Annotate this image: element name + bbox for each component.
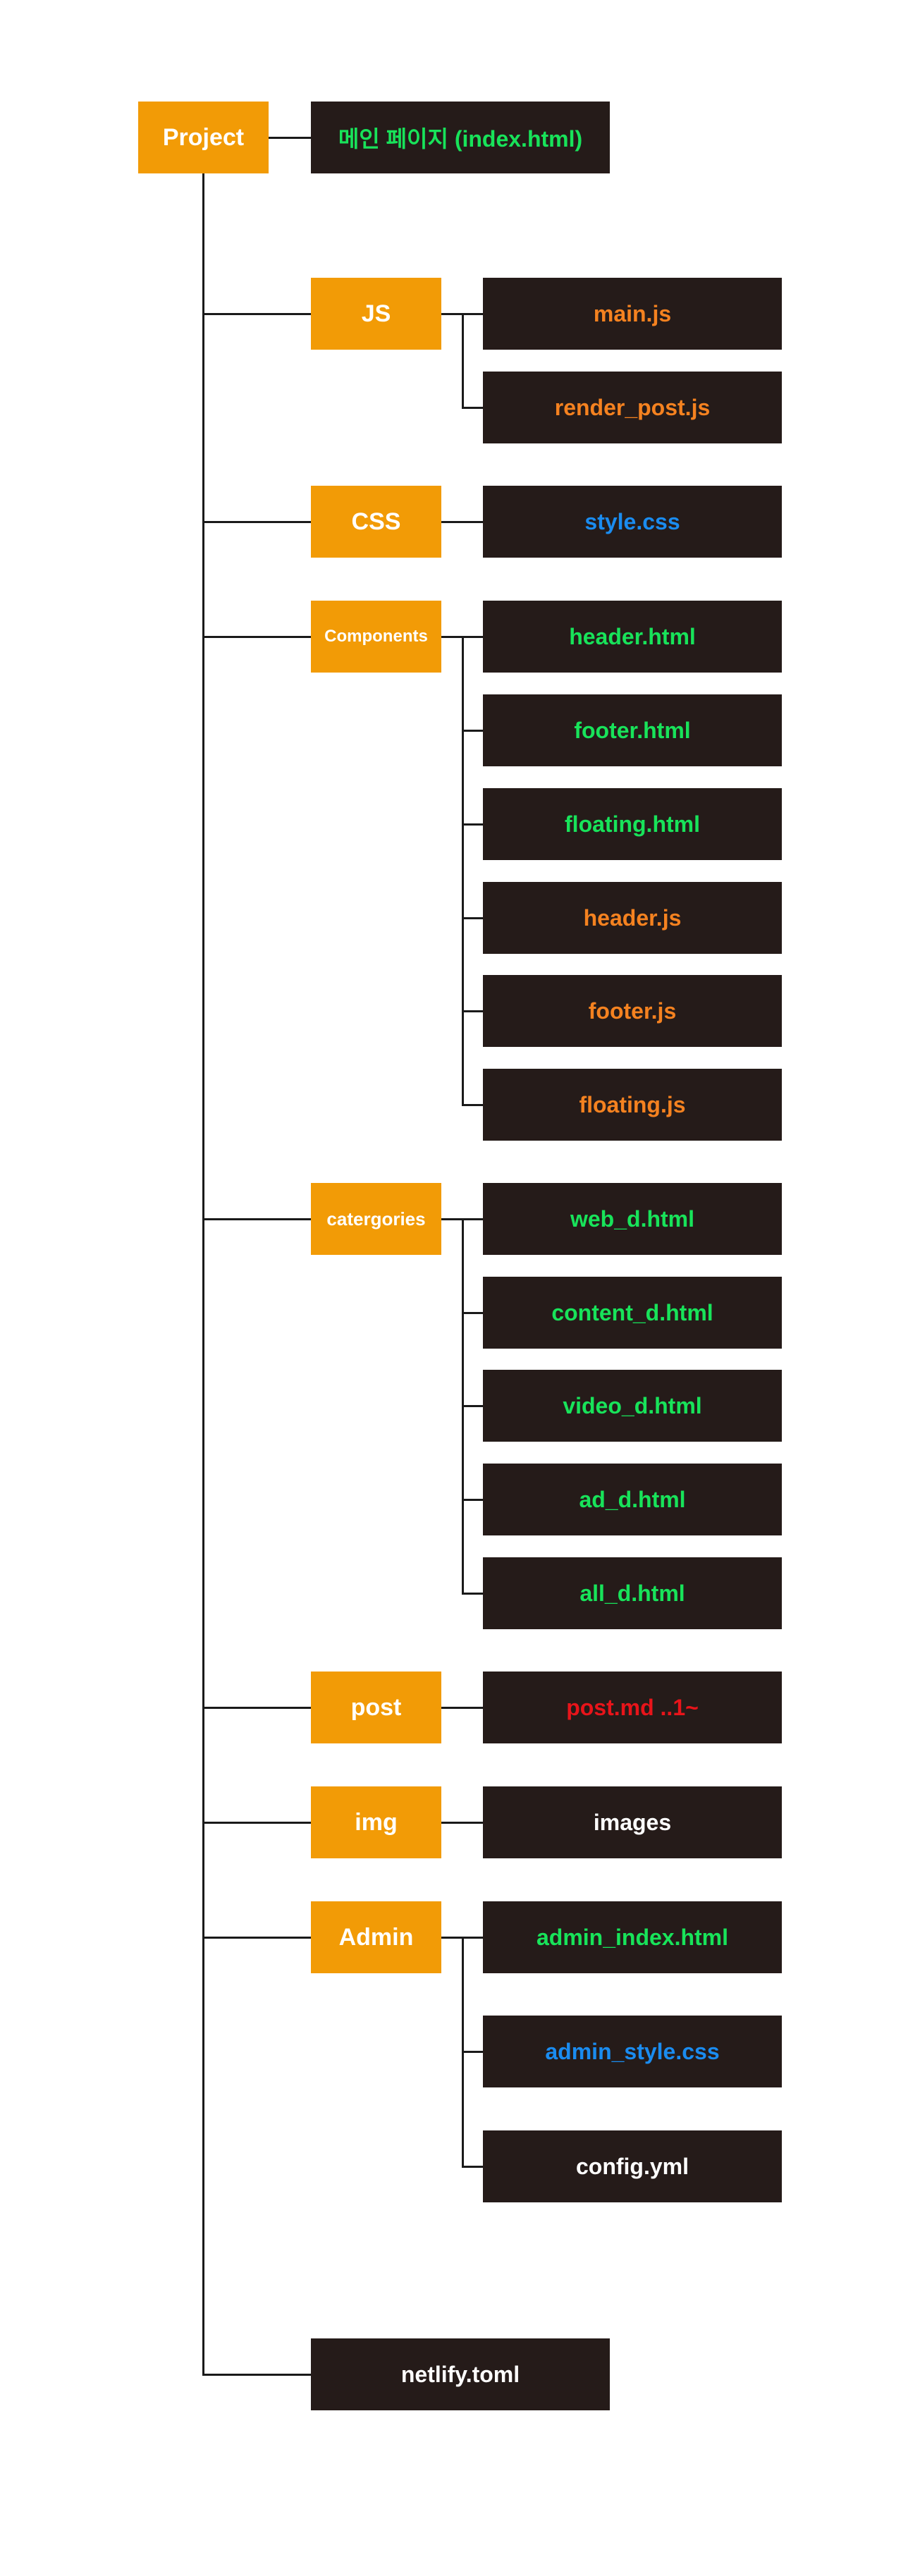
catergories-file-connector [462, 1499, 483, 1501]
folder-css: CSS [311, 486, 441, 558]
file-content-d-html: content_d.html [483, 1277, 782, 1349]
file-config-yml: config.yml [483, 2130, 782, 2202]
folder-post: post [311, 1672, 441, 1743]
file-admin-index-html: admin_index.html [483, 1901, 782, 1973]
folder-img: img [311, 1786, 441, 1858]
file-images: images [483, 1786, 782, 1858]
file-footer-js: footer.js [483, 975, 782, 1047]
folder-js: JS [311, 278, 441, 350]
components-file-connector [462, 917, 483, 919]
css-to-file-line [441, 521, 483, 523]
file-footer-html: footer.html [483, 694, 782, 766]
branch-line-img [202, 1822, 311, 1824]
branch-line-admin [202, 1937, 311, 1939]
file-floating-html: floating.html [483, 788, 782, 860]
branch-line-catergories [202, 1218, 311, 1220]
branch-line-netlify [202, 2374, 311, 2376]
catergories-file-connector [462, 1405, 483, 1407]
file-floating-js: floating.js [483, 1069, 782, 1141]
components-file-connector [462, 1104, 483, 1106]
branch-line-js [202, 313, 311, 315]
components-file-connector [462, 1010, 483, 1012]
file-ad-d-html: ad_d.html [483, 1464, 782, 1535]
file-web-d-html: web_d.html [483, 1183, 782, 1255]
root-folder-project: Project [138, 102, 269, 173]
admin-file-connector [462, 2051, 483, 2053]
file-video-d-html: video_d.html [483, 1370, 782, 1442]
file-style-css: style.css [483, 486, 782, 558]
admin-file-connector [462, 2166, 483, 2168]
img-to-file-line [441, 1822, 483, 1824]
file-header-js: header.js [483, 882, 782, 954]
file-all-d-html: all_d.html [483, 1557, 782, 1629]
folder-components: Components [311, 601, 441, 673]
branch-line-components [202, 636, 311, 638]
catergories-file-connector [462, 1593, 483, 1595]
folder-admin: Admin [311, 1901, 441, 1973]
root-to-index-connector [269, 137, 311, 139]
file-netlify-toml: netlify.toml [311, 2338, 610, 2410]
components-file-connector [462, 730, 483, 732]
file-main-js: main.js [483, 278, 782, 350]
catergories-file-connector [462, 1312, 483, 1314]
file-index-html: 메인 페이지 (index.html) [311, 102, 610, 173]
file-render-post-js: render_post.js [483, 372, 782, 443]
file-post-md: post.md ..1~ [483, 1672, 782, 1743]
branch-line-post [202, 1707, 311, 1709]
branch-line-css [202, 521, 311, 523]
components-file-connector [462, 823, 483, 826]
folder-catergories: catergories [311, 1183, 441, 1255]
js-vertical-line [462, 313, 464, 407]
root-vertical-line [202, 172, 204, 2376]
components-vertical-line [462, 636, 464, 1105]
js-file-connector [462, 407, 483, 409]
file-admin-style-css: admin_style.css [483, 2016, 782, 2087]
file-header-html: header.html [483, 601, 782, 673]
post-to-file-line [441, 1707, 483, 1709]
